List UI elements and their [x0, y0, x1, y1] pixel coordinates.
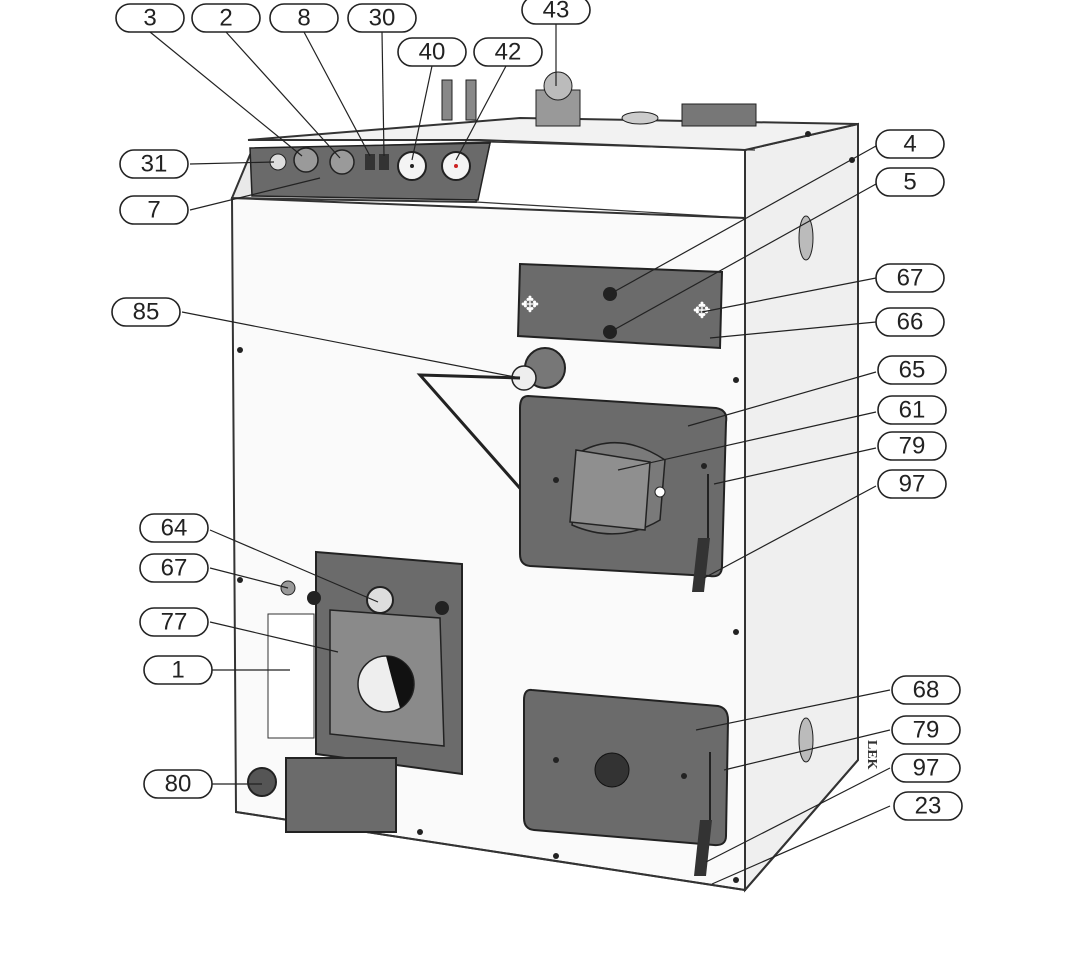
callout-79-lower-text: 79: [913, 717, 940, 744]
callout-42-text: 42: [495, 39, 522, 66]
flue-outlet: [681, 103, 757, 127]
callout-5-text: 5: [903, 169, 916, 196]
inner-plate: [569, 449, 651, 531]
callout-67-upper-text: 67: [897, 265, 924, 292]
upper-cleaning-plate: ✥ ✥: [516, 262, 724, 350]
air-adjust-knob: [594, 752, 630, 788]
callout-3-text: 3: [143, 5, 156, 32]
callout-97-upper: 97: [877, 469, 947, 499]
callout-23: 23: [893, 791, 963, 821]
callout-40-text: 40: [419, 39, 446, 66]
callout-5: 5: [875, 167, 945, 197]
callout-23-text: 23: [915, 793, 942, 820]
drain-valve: [247, 767, 277, 797]
callout-2-text: 2: [219, 5, 232, 32]
callout-79-upper-text: 79: [899, 433, 926, 460]
callout-77-text: 77: [161, 609, 188, 636]
callout-43: 43: [521, 0, 591, 25]
callout-31-text: 31: [141, 151, 168, 178]
callout-42: 42: [473, 37, 543, 67]
callout-64: 64: [139, 513, 209, 543]
callout-30: 30: [347, 3, 417, 33]
callout-68: 68: [891, 675, 961, 705]
switch-8: [365, 154, 375, 170]
label-plate: [267, 613, 315, 739]
callout-85-text: 85: [133, 299, 160, 326]
callout-85: 85: [111, 297, 181, 327]
side-logo-text: LEK: [864, 740, 879, 770]
callout-80: 80: [143, 769, 213, 799]
callout-30-text: 30: [369, 5, 396, 32]
side-connection-upper: [798, 215, 814, 261]
callout-68-text: 68: [913, 677, 940, 704]
ash-door: [523, 688, 730, 876]
callout-67-lower: 67: [139, 553, 209, 583]
callout-7: 7: [119, 195, 189, 225]
burner-plate: [247, 550, 463, 833]
door-handle-upper: [692, 538, 710, 592]
callout-79-lower: 79: [891, 715, 961, 745]
callout-66: 66: [875, 307, 945, 337]
callout-31: 31: [119, 149, 189, 179]
callout-43-text: 43: [543, 0, 570, 24]
callout-80-text: 80: [165, 771, 192, 798]
side-connection-lower: [798, 717, 814, 763]
callout-8: 8: [269, 3, 339, 33]
callout-77: 77: [139, 607, 209, 637]
callout-61: 61: [877, 395, 947, 425]
callout-67-lower-text: 67: [161, 555, 188, 582]
callout-97-lower-text: 97: [913, 755, 940, 782]
callout-2: 2: [191, 3, 261, 33]
switch-30: [379, 154, 389, 170]
svg-text:✥: ✥: [521, 293, 539, 318]
leader-lines: [149, 24, 891, 885]
callout-40: 40: [397, 37, 467, 67]
callout-1-text: 1: [171, 657, 184, 684]
bottom-housing: [285, 757, 397, 833]
callout-4: 4: [875, 129, 945, 159]
control-panel: [249, 142, 491, 201]
callout-64-text: 64: [161, 515, 188, 542]
callout-3: 3: [115, 3, 185, 33]
door-handle-lower: [694, 820, 712, 876]
callout-4-text: 4: [903, 131, 916, 158]
callout-66-text: 66: [897, 309, 924, 336]
callout-7-text: 7: [147, 197, 160, 224]
callout-97-upper-text: 97: [899, 471, 926, 498]
thermostat-knob: [293, 147, 319, 173]
callout-65: 65: [877, 355, 947, 385]
callout-1: 1: [143, 655, 213, 685]
upper-loading-door: [519, 394, 728, 592]
callout-61-text: 61: [899, 397, 926, 424]
sight-glass: [366, 586, 394, 614]
callout-65-text: 65: [899, 357, 926, 384]
callout-8-text: 8: [297, 5, 310, 32]
thermostat-knob-2: [329, 149, 355, 175]
callout-79-upper: 79: [877, 431, 947, 461]
top-fittings: [441, 71, 814, 763]
draught-regulator: [416, 347, 566, 521]
callout-67-upper: 67: [875, 263, 945, 293]
callout-97-lower: 97: [891, 753, 961, 783]
